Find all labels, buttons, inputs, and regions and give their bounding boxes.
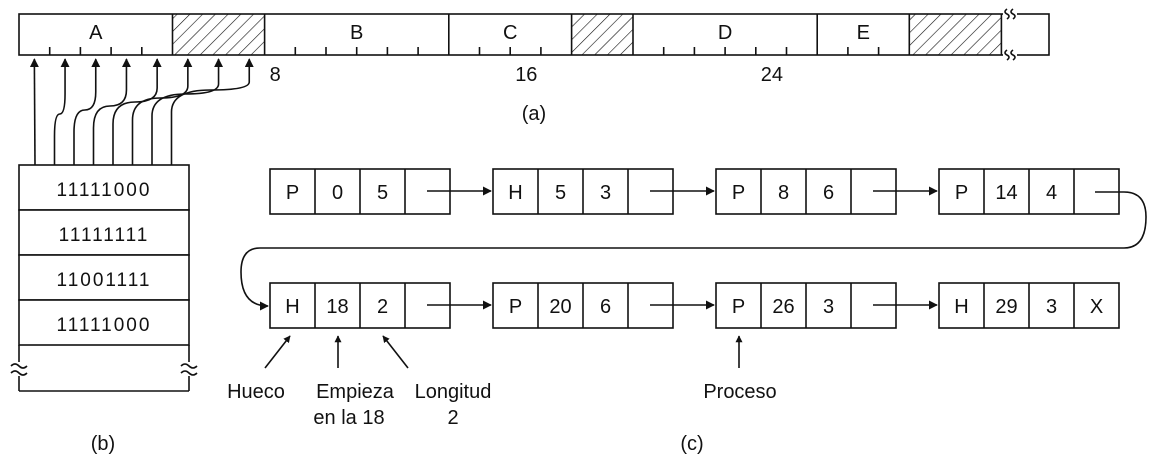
memory-hole-7 bbox=[909, 14, 1002, 55]
node-len: 3 bbox=[600, 182, 611, 204]
bitmap-continuation bbox=[10, 345, 198, 392]
annotation-start-line1: Empieza bbox=[316, 381, 395, 403]
bit-arrow bbox=[92, 58, 131, 165]
scale-label: 8 bbox=[270, 64, 281, 86]
list-node: P 0 5 bbox=[269, 168, 451, 215]
annotation-hole: Hueco bbox=[227, 381, 285, 403]
node-start: 18 bbox=[326, 296, 348, 318]
node-kind: P bbox=[509, 296, 522, 318]
node-start: 29 bbox=[995, 296, 1017, 318]
scale-label: 24 bbox=[761, 64, 783, 86]
node-len: 4 bbox=[1046, 182, 1057, 204]
list-node: P 8 6 bbox=[715, 168, 897, 215]
bit-arrow bbox=[73, 58, 101, 165]
caption-a: (a) bbox=[522, 103, 546, 125]
bitmap-row-bits: 11111000 bbox=[57, 180, 152, 201]
node-len: 6 bbox=[600, 296, 611, 318]
list-node: H 5 3 bbox=[492, 168, 674, 215]
bitmap-row-bits: 11111000 bbox=[57, 315, 152, 336]
bitmap-row-bits: 11111111 bbox=[59, 225, 150, 246]
annotation-length-line1: Longitud bbox=[415, 381, 492, 403]
bitmap-row: 11001111 bbox=[18, 254, 190, 301]
bitmap: 11111000 11111111 11001111 11111000 (b) bbox=[10, 58, 254, 455]
node-len: 3 bbox=[823, 296, 834, 318]
strip-break-marks bbox=[1003, 8, 1017, 61]
caption-b: (b) bbox=[91, 433, 115, 455]
bitmap-row: 11111000 bbox=[18, 164, 190, 211]
node-start: 20 bbox=[549, 296, 571, 318]
list-node: P 20 6 bbox=[492, 282, 674, 329]
node-kind: P bbox=[732, 296, 745, 318]
segment-label: B bbox=[350, 22, 363, 44]
bit-arrow bbox=[131, 58, 193, 165]
segment-label: C bbox=[503, 22, 517, 44]
node-kind: P bbox=[955, 182, 968, 204]
caption-c: (c) bbox=[680, 433, 703, 455]
bit-arrow bbox=[112, 58, 162, 165]
node-start: 26 bbox=[772, 296, 794, 318]
memory-strip: A B C D E 8 16 24 (a) bbox=[18, 8, 1050, 125]
node-kind: H bbox=[285, 296, 299, 318]
node-len: 5 bbox=[377, 182, 388, 204]
bitmap-to-memory-arrows bbox=[29, 58, 254, 166]
segment-label: D bbox=[718, 22, 732, 44]
list-annotations: Hueco Empieza en la 18 Longitud 2 Proces… bbox=[227, 335, 777, 429]
node-start: 8 bbox=[778, 182, 789, 204]
annotation-process: Proceso bbox=[703, 381, 776, 403]
memory-hole-1 bbox=[172, 14, 265, 55]
bit-arrow bbox=[170, 58, 254, 165]
node-len: 2 bbox=[377, 296, 388, 318]
list-node: H 18 2 bbox=[269, 282, 451, 329]
list-node: P 26 3 bbox=[715, 282, 897, 329]
hole-annotation-arrow bbox=[264, 335, 291, 369]
node-len: 3 bbox=[1046, 296, 1057, 318]
segment-label: E bbox=[857, 22, 870, 44]
bit-arrow bbox=[151, 58, 224, 165]
memory-strip-border bbox=[18, 13, 1050, 56]
list-node: H 29 3 X bbox=[938, 282, 1120, 329]
bitmap-row-bits: 11001111 bbox=[57, 270, 152, 291]
node-len: 6 bbox=[823, 182, 834, 204]
bitmap-row: 11111111 bbox=[18, 209, 190, 256]
wrap-arrow bbox=[240, 191, 1147, 311]
node-kind: P bbox=[732, 182, 745, 204]
list-pointer-arrows bbox=[427, 186, 938, 310]
memory-hole-4 bbox=[571, 14, 633, 55]
bitmap-row: 11111000 bbox=[18, 299, 190, 346]
annotation-start-line2: en la 18 bbox=[313, 407, 384, 429]
bit-arrow bbox=[29, 58, 39, 166]
node-start: 14 bbox=[995, 182, 1017, 204]
scale-label: 16 bbox=[515, 64, 537, 86]
node-kind: H bbox=[508, 182, 522, 204]
node-kind: P bbox=[286, 182, 299, 204]
bit-arrow bbox=[53, 58, 70, 165]
node-next: X bbox=[1090, 296, 1103, 318]
list-node: P 14 4 bbox=[938, 168, 1120, 215]
node-start: 5 bbox=[555, 182, 566, 204]
segment-label: A bbox=[89, 22, 103, 44]
node-start: 0 bbox=[332, 182, 343, 204]
length-annotation-arrow bbox=[382, 335, 409, 369]
annotation-length-line2: 2 bbox=[447, 407, 458, 429]
node-kind: H bbox=[954, 296, 968, 318]
